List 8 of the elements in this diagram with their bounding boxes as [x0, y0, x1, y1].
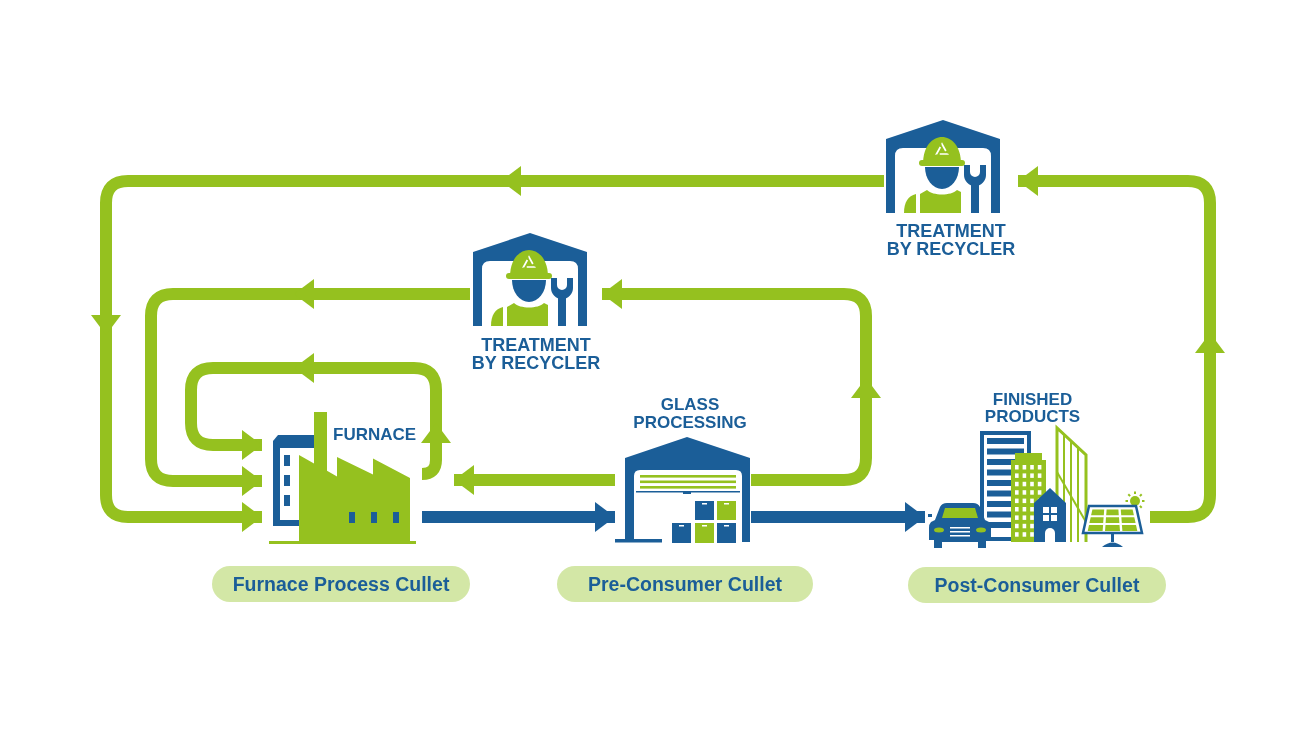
stage-title: FURNACE: [333, 426, 417, 443]
stage-title: TREATMENT BY RECYCLER: [470, 336, 602, 372]
category-label: Pre-Consumer Cullet: [557, 566, 813, 602]
stage-title: GLASS PROCESSING: [632, 396, 748, 432]
category-label: Post-Consumer Cullet: [908, 567, 1166, 603]
category-label: Furnace Process Cullet: [212, 566, 470, 602]
stage-title: TREATMENT BY RECYCLER: [885, 222, 1017, 258]
stage-title: FINISHED PRODUCTS: [983, 391, 1082, 425]
